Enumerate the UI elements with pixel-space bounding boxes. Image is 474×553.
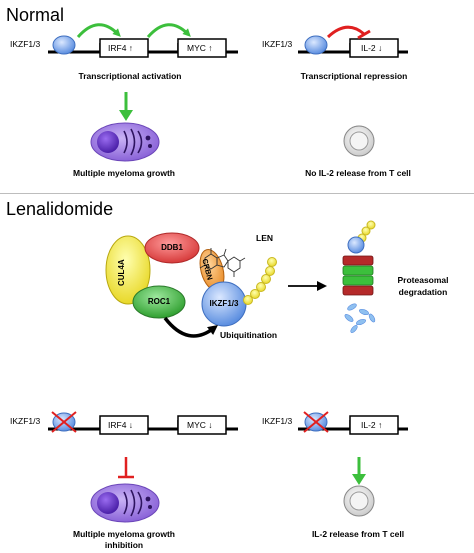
- ikzf-complex-label: IKZF1/3: [209, 299, 239, 308]
- ikzf-label: IKZF1/3: [262, 39, 293, 49]
- t-cell-icon: [343, 125, 375, 157]
- ubiquitination-label: Ubiquitination: [220, 330, 278, 340]
- release-arrow: [352, 457, 366, 485]
- ubiquitin-chain: [243, 257, 277, 305]
- myeloma-inhibition-caption-1: Multiple myeloma growth: [72, 529, 176, 539]
- myc-gene-label: MYC ↑: [187, 43, 213, 53]
- ddb1-label: DDB1: [161, 243, 183, 252]
- degraded-ikzf-icon: [303, 411, 329, 433]
- il2-gene-label: IL-2 ↑: [361, 420, 383, 430]
- ikzf-label: IKZF1/3: [10, 39, 41, 49]
- transcriptional-repression-caption: Transcriptional repression: [300, 71, 408, 81]
- len-left-dna: [48, 415, 238, 435]
- ubiquitination-arrow: [163, 316, 218, 338]
- cul4a-subunit: [105, 235, 151, 305]
- degradation-label: degradation: [398, 287, 448, 297]
- myeloma-growth-caption: Multiple myeloma growth: [72, 168, 176, 178]
- repression-arrow: [326, 25, 371, 40]
- il2-release-caption: IL-2 release from T cell: [311, 529, 405, 539]
- e3-ligase-complex: [105, 232, 277, 338]
- degraded-ikzf-icon: [51, 411, 77, 433]
- normal-growth-arrow: [119, 92, 133, 121]
- ikzf-label: IKZF1/3: [10, 416, 41, 426]
- il2-gene-label: IL-2 ↓: [361, 43, 383, 53]
- proteasome-icon: [342, 220, 376, 334]
- roc1-subunit: [132, 285, 186, 319]
- section-divider: [0, 193, 474, 194]
- irf4-gene-label: IRF4 ↑: [108, 43, 134, 53]
- t-cell-icon: [343, 485, 375, 517]
- lenalidomide-section-title: Lenalidomide: [6, 199, 114, 219]
- myeloma-cell-icon: [90, 122, 160, 162]
- myeloma-inhibition-caption-2: inhibition: [104, 540, 144, 550]
- myc-gene-label: MYC ↓: [187, 420, 213, 430]
- myeloma-cell-icon: [90, 483, 160, 523]
- no-il2-release-caption: No IL-2 release from T cell: [305, 168, 411, 178]
- transcriptional-activation-caption: Transcriptional activation: [78, 71, 182, 81]
- lenalidomide-molecule-icon: [199, 248, 246, 277]
- ikzf-label: IKZF1/3: [262, 416, 293, 426]
- cul4a-label: CUL4A: [117, 259, 126, 286]
- ikzf-protein-icon: [304, 35, 328, 55]
- normal-left-dna: [48, 38, 238, 58]
- inhibition-symbol: [118, 457, 134, 479]
- normal-section-title: Normal: [6, 5, 65, 25]
- activation-arrow-1: [76, 23, 121, 39]
- activation-arrow-2: [146, 23, 191, 39]
- irf4-gene-label: IRF4 ↓: [108, 420, 134, 430]
- ikzf-protein-icon: [52, 35, 76, 55]
- roc1-label: ROC1: [147, 297, 171, 306]
- ddb1-subunit: [144, 232, 200, 264]
- proteasomal-label: Proteasomal: [397, 275, 449, 285]
- len-label: LEN: [256, 233, 273, 243]
